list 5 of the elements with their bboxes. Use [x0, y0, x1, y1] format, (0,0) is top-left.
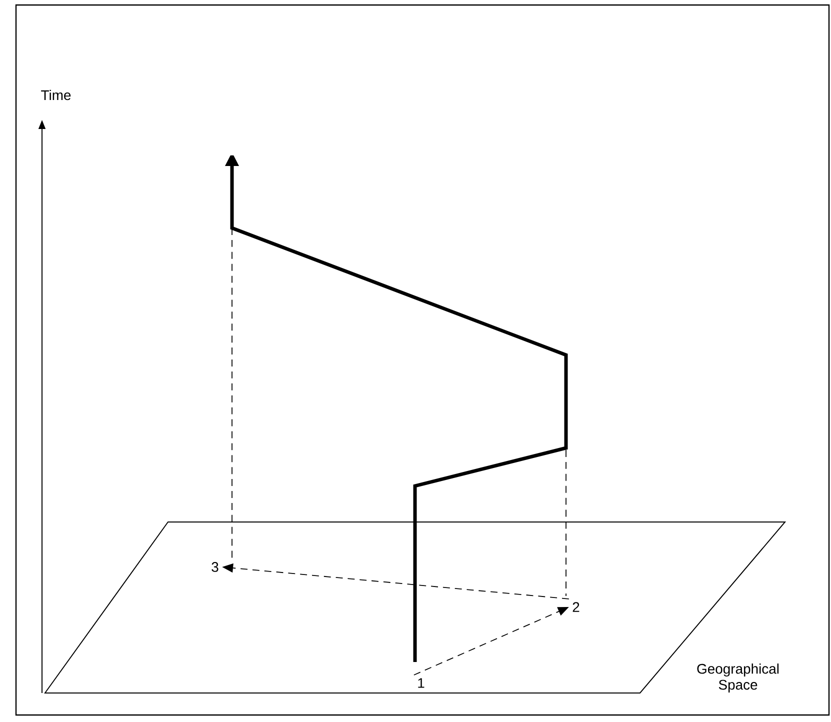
- point-label: 3: [212, 562, 218, 572]
- axis-label: Geographical Space: [697, 664, 779, 692]
- point-label: 2: [572, 602, 580, 612]
- point-label: 1: [418, 678, 424, 688]
- axis-label: Time: [41, 90, 71, 100]
